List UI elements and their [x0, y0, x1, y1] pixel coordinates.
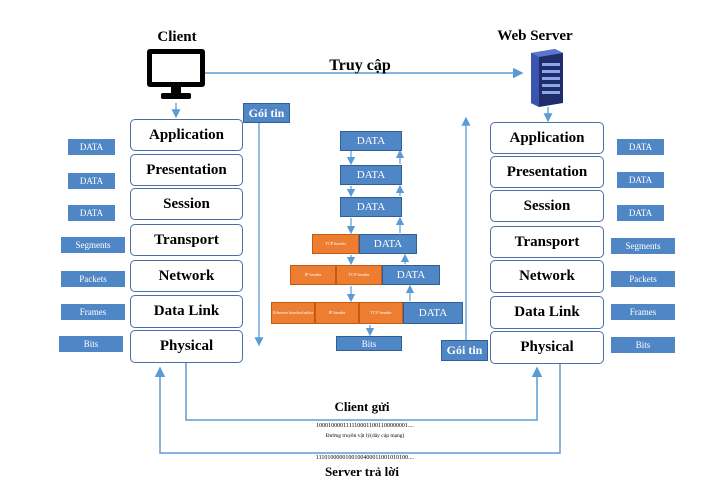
left-layer-application: Application: [130, 119, 243, 151]
right-layer-physical: Physical: [490, 331, 604, 364]
left-pdu-packets: Packets: [61, 271, 125, 287]
right-pdu-segments: Segments: [611, 238, 675, 254]
left-pdu-frames: Frames: [61, 304, 125, 320]
server-icon: [527, 47, 567, 107]
client-send-label: Client gửi: [334, 399, 390, 414]
tcp-header-2: TCP header: [336, 265, 382, 285]
ip-header-1: IP header: [290, 265, 336, 285]
right-layer-application: Application: [490, 122, 604, 154]
server-reply-label: Server trả lời: [324, 464, 400, 479]
right-pdu-frames: Frames: [611, 304, 675, 320]
encap-data-5: DATA: [382, 265, 440, 285]
packet-label-left: Gói tin: [243, 103, 290, 123]
encap-data-2: DATA: [340, 165, 402, 185]
right-pdu-bits: Bits: [611, 337, 675, 353]
physical-medium-label: Đường truyền vật lý(dây cáp mạng): [325, 433, 405, 439]
left-layer-network: Network: [130, 260, 243, 292]
ip-header-2: IP header: [315, 302, 359, 324]
client-title: Client: [157, 29, 197, 45]
right-pdu-data-3: DATA: [617, 205, 664, 221]
left-layer-physical: Physical: [130, 330, 243, 363]
encap-data-3: DATA: [340, 197, 402, 217]
right-pdu-data-2: DATA: [617, 172, 664, 188]
right-layer-session: Session: [490, 190, 604, 222]
left-layer-presentation: Presentation: [130, 154, 243, 186]
left-layer-transport: Transport: [130, 224, 243, 256]
encap-bits: Bits: [336, 336, 402, 351]
left-pdu-data-2: DATA: [68, 173, 115, 189]
server-bits: 1110100000100100400011001010100....: [315, 455, 415, 461]
left-pdu-data-3: DATA: [68, 205, 115, 221]
right-layer-transport: Transport: [490, 226, 604, 258]
encap-data-1: DATA: [340, 131, 402, 151]
left-pdu-segments: Segments: [61, 237, 125, 253]
client-send-line: [185, 362, 543, 421]
right-layer-data-link: Data Link: [490, 296, 604, 329]
tcp-header-3: TCP header: [359, 302, 403, 324]
ethernet-header: Ethernet header/trailer: [271, 302, 315, 324]
right-layer-presentation: Presentation: [490, 156, 604, 188]
tcp-header-1: TCP header: [312, 234, 359, 254]
access-label: Truy cập: [329, 57, 391, 74]
server-reply-line: [154, 362, 561, 454]
left-pdu-bits: Bits: [59, 336, 123, 352]
packet-label-right: Gói tin: [441, 340, 488, 361]
monitor-icon: [145, 47, 207, 103]
right-pdu-data-1: DATA: [617, 139, 664, 155]
client-bits: 1000100001111100011001100000001....: [316, 423, 414, 429]
left-layer-session: Session: [130, 188, 243, 220]
encap-data-6: DATA: [403, 302, 463, 324]
right-pdu-packets: Packets: [611, 271, 675, 287]
left-layer-data-link: Data Link: [130, 295, 243, 328]
right-layer-network: Network: [490, 260, 604, 293]
left-pdu-data-1: DATA: [68, 139, 115, 155]
encap-data-4: DATA: [359, 234, 417, 254]
server-title: Web Server: [497, 28, 573, 44]
